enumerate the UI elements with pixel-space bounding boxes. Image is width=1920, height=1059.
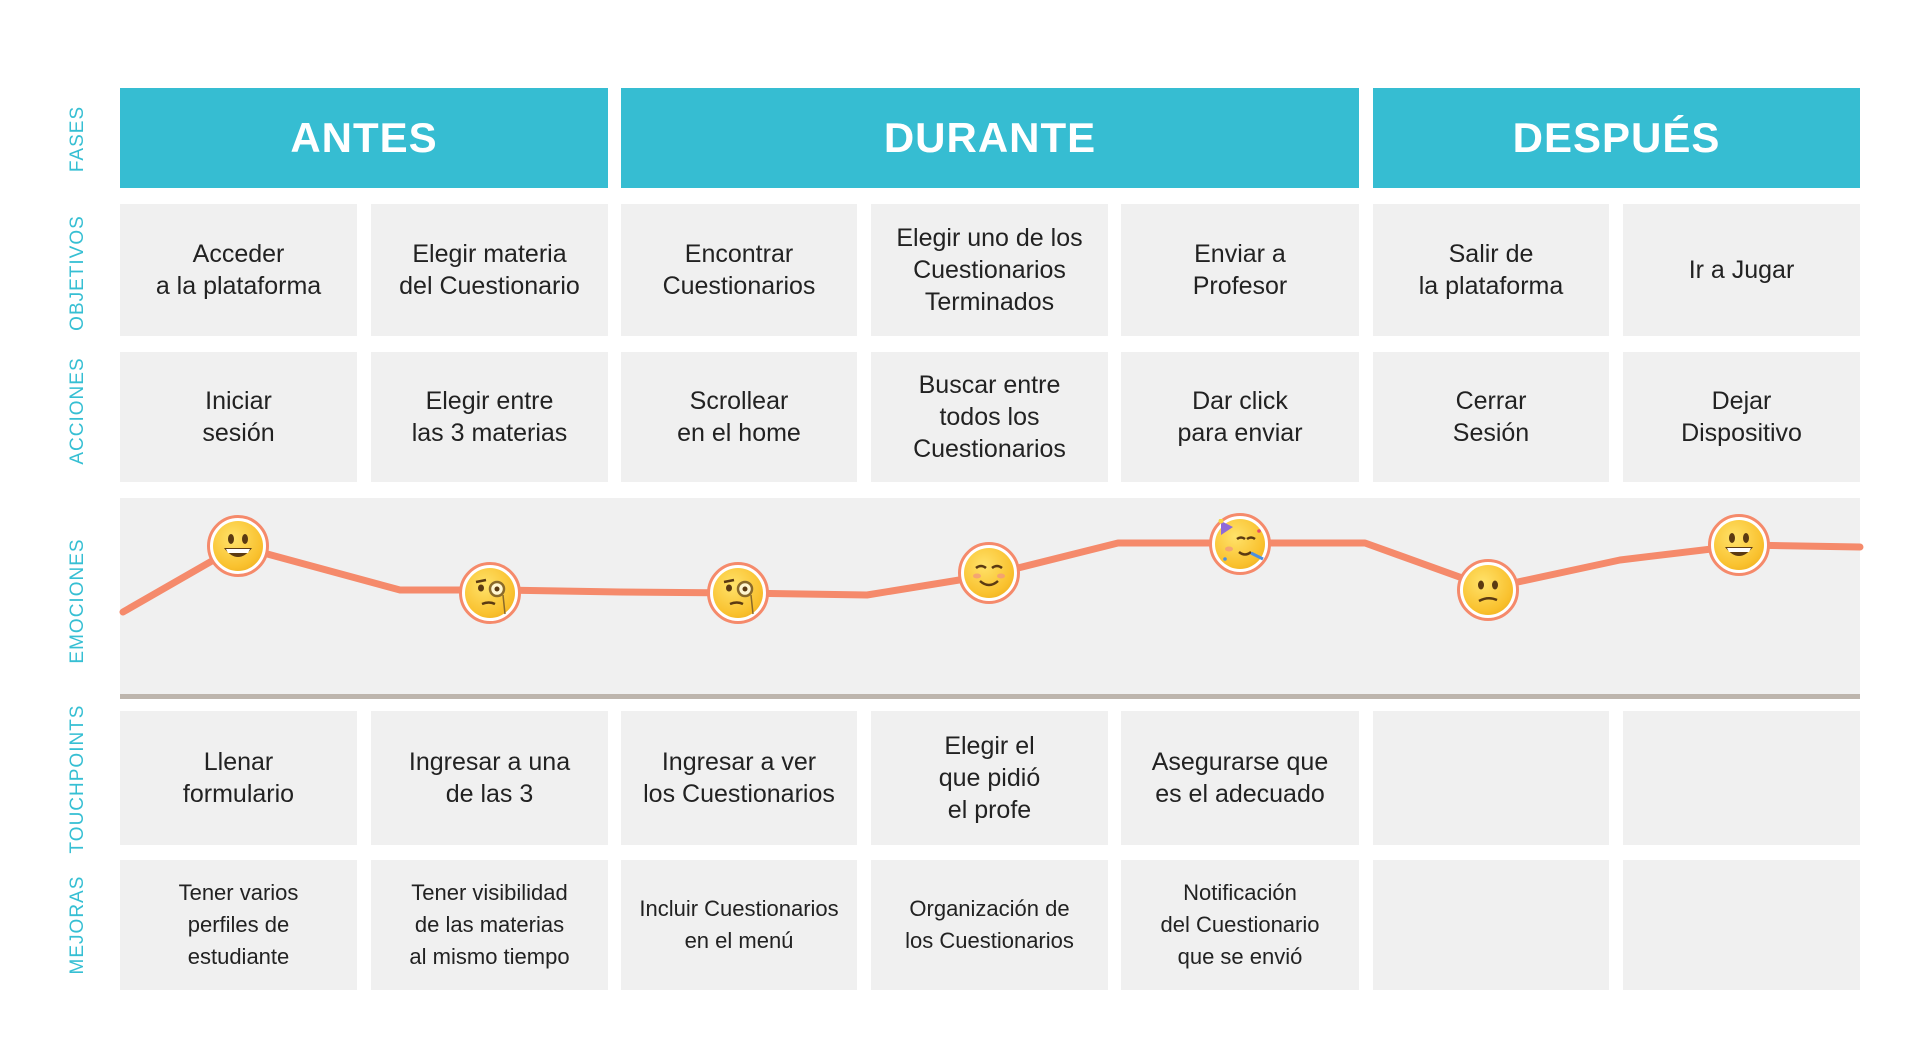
face-with-monocle-icon xyxy=(707,562,769,624)
objetivo-cell: Elegir uno de los Cuestionarios Terminad… xyxy=(871,204,1108,336)
phase-durante: DURANTE xyxy=(621,88,1359,188)
touchpoint-cell: Llenar formulario xyxy=(120,711,357,845)
mejora-cell: Tener varios perfiles de estudiante xyxy=(120,860,357,990)
objetivo-cell: Enviar a Profesor xyxy=(1121,204,1359,336)
row-label-fases: FASES xyxy=(67,105,88,173)
accion-cell: Dejar Dispositivo xyxy=(1623,352,1860,482)
mejora-cell xyxy=(1623,860,1860,990)
touchpoint-cell: Asegurarse que es el adecuado xyxy=(1121,711,1359,845)
objetivo-cell: Acceder a la plataforma xyxy=(120,204,357,336)
accion-cell: Dar click para enviar xyxy=(1121,352,1359,482)
accion-cell: Elegir entre las 3 materias xyxy=(371,352,608,482)
mejora-cell: Organización de los Cuestionarios xyxy=(871,860,1108,990)
mejora-cell xyxy=(1373,860,1609,990)
accion-cell: Buscar entre todos los Cuestionarios xyxy=(871,352,1108,482)
row-label-emociones: EMOCIONES xyxy=(67,538,88,664)
accion-cell: Cerrar Sesión xyxy=(1373,352,1609,482)
confused-face-icon xyxy=(1457,559,1519,621)
row-label-acciones: ACCIONES xyxy=(67,357,88,465)
touchpoint-cell: Ingresar a una de las 3 xyxy=(371,711,608,845)
accion-cell: Scrollear en el home xyxy=(621,352,857,482)
grinning-face-icon xyxy=(207,515,269,577)
row-label-touchpoints: TOUCHPOINTS xyxy=(67,704,88,854)
grinning-face-icon xyxy=(1708,514,1770,576)
smiling-face-icon xyxy=(958,542,1020,604)
phase-despues: DESPUÉS xyxy=(1373,88,1860,188)
mejora-cell: Notificación del Cuestionario que se env… xyxy=(1121,860,1359,990)
touchpoint-cell: Ingresar a ver los Cuestionarios xyxy=(621,711,857,845)
row-label-mejoras: MEJORAS xyxy=(67,875,88,975)
face-with-monocle-icon xyxy=(459,562,521,624)
objetivo-cell: Salir de la plataforma xyxy=(1373,204,1609,336)
touchpoint-cell xyxy=(1373,711,1609,845)
row-label-objetivos: OBJETIVOS xyxy=(67,215,88,331)
partying-face-icon xyxy=(1209,513,1271,575)
touchpoint-cell: Elegir el que pidió el profe xyxy=(871,711,1108,845)
accion-cell: Iniciar sesión xyxy=(120,352,357,482)
objetivo-cell: Ir a Jugar xyxy=(1623,204,1860,336)
objetivo-cell: Encontrar Cuestionarios xyxy=(621,204,857,336)
mejora-cell: Tener visibilidad de las materias al mis… xyxy=(371,860,608,990)
mejora-cell: Incluir Cuestionarios en el menú xyxy=(621,860,857,990)
objetivo-cell: Elegir materia del Cuestionario xyxy=(371,204,608,336)
phase-antes: ANTES xyxy=(120,88,608,188)
emotion-divider xyxy=(120,694,1860,699)
touchpoint-cell xyxy=(1623,711,1860,845)
